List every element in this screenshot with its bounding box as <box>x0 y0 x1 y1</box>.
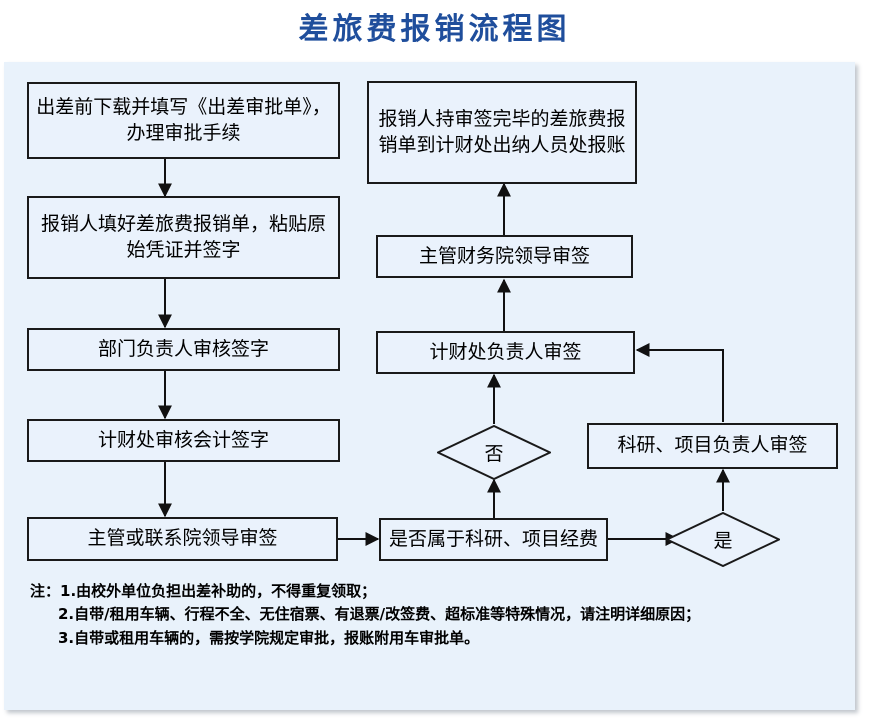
decision-yes-label: 是 <box>713 530 733 552</box>
decision-no[interactable]: 否 <box>437 425 551 480</box>
notes-block: 注：1.由校外单位负担出差补助的，不得重复领取； 2.自带/租用车辆、行程不全、… <box>30 580 830 650</box>
decision-yes[interactable]: 是 <box>666 512 780 567</box>
note-line-3: 3.自带或租用车辆的，需按学院规定审批，报账附用车审批单。 <box>58 628 480 647</box>
node-n7[interactable]: 科研、项目负责人审签 <box>587 423 838 469</box>
note-line-1: 注：1.由校外单位负担出差补助的，不得重复领取； <box>30 580 830 603</box>
node-n8[interactable]: 计财处负责人审签 <box>376 331 635 374</box>
node-n1[interactable]: 出差前下载并填写《出差审批单》，办理审批手续 <box>27 82 340 159</box>
note-item-1: 1.由校外单位负担出差补助的，不得重复领取； <box>60 582 377 600</box>
page-title: 差旅费报销流程图 <box>298 12 571 47</box>
notes-prefix: 注： <box>30 582 61 600</box>
decision-no-label: 否 <box>484 443 504 465</box>
node-n4[interactable]: 计财处审核会计签字 <box>27 419 340 462</box>
node-n9[interactable]: 主管财务院领导审签 <box>376 235 633 278</box>
diamond-shape-no <box>437 425 551 480</box>
node-n3[interactable]: 部门负责人审核签字 <box>27 328 340 371</box>
diamond-shape-yes <box>666 512 780 567</box>
note-line-2: 2.自带/租用车辆、行程不全、无住宿票、有退票/改签费、超标准等特殊情况，请注明… <box>58 605 701 624</box>
node-n10[interactable]: 报销人持审签完毕的差旅费报销单到计财处出纳人员处报账 <box>367 81 637 184</box>
node-n5[interactable]: 主管或联系院领导审签 <box>27 517 338 561</box>
node-n6[interactable]: 是否属于科研、项目经费 <box>379 518 608 561</box>
node-n2[interactable]: 报销人填好差旅费报销单，粘贴原始凭证并签字 <box>27 196 340 279</box>
